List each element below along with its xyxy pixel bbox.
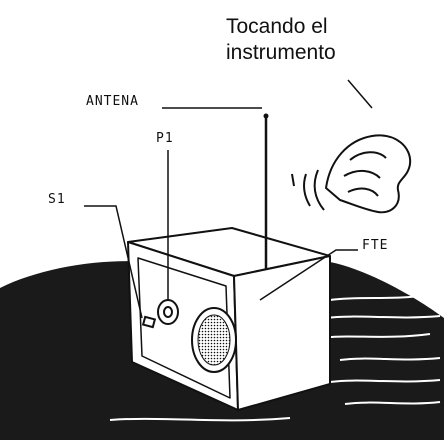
caption: Tocando el instrumento — [226, 14, 426, 66]
caption-line-2: instrumento — [226, 41, 336, 64]
switch-s1 — [141, 315, 157, 329]
label-s1: S1 — [48, 192, 66, 207]
speaker — [191, 307, 237, 373]
table-texture — [109, 295, 441, 422]
hand — [325, 134, 412, 214]
label-p1: P1 — [156, 131, 174, 146]
label-fte: FTE — [362, 238, 389, 253]
caption-line-1: Tocando el — [226, 15, 328, 38]
leader-lines — [84, 79, 373, 319]
knob-p1 — [157, 299, 179, 325]
label-antenna: ANTENA — [86, 94, 139, 109]
motion-marks — [291, 169, 325, 211]
antenna-tip — [263, 113, 269, 119]
